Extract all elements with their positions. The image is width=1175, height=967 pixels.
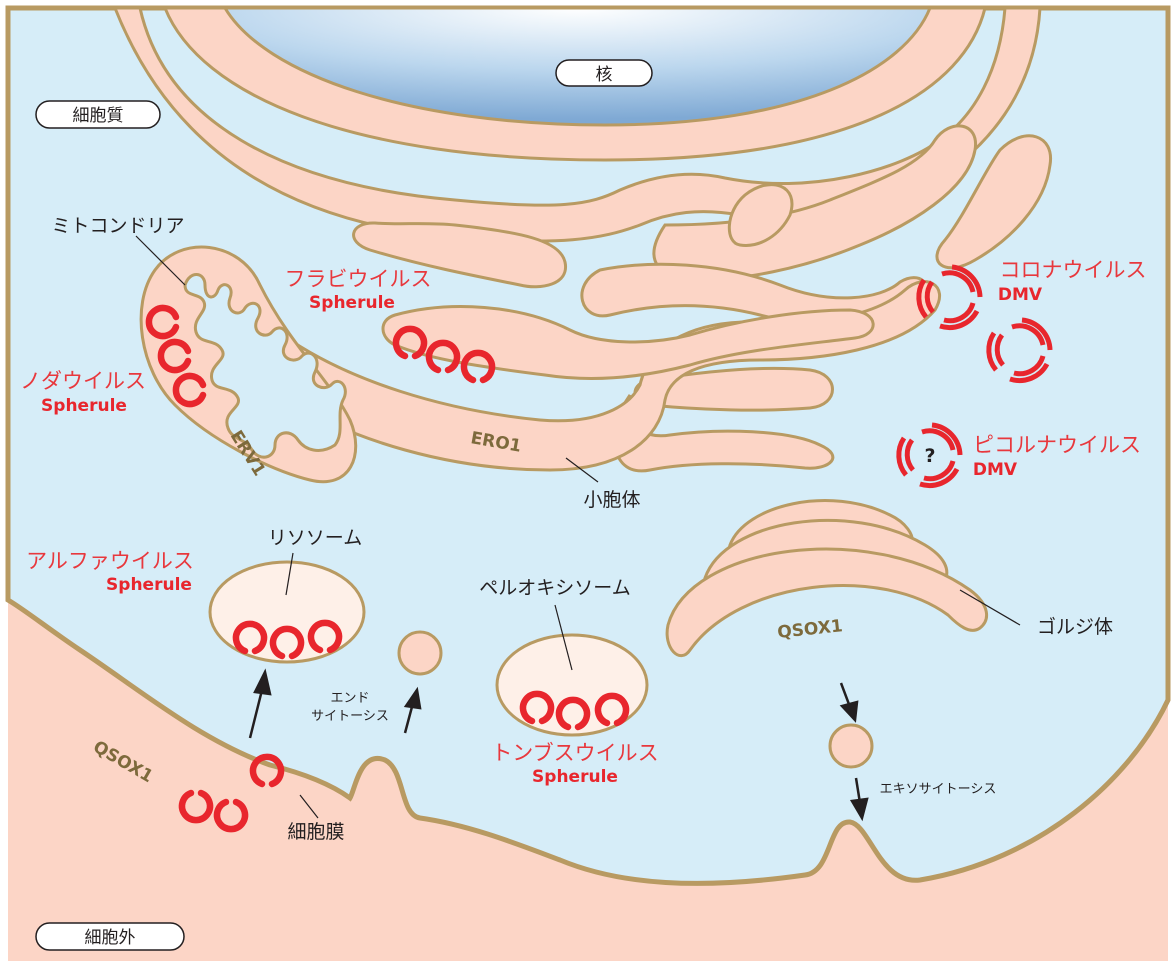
alphavirus-structure: Spherule: [106, 575, 192, 595]
unknown-mark: ?: [924, 445, 935, 467]
picornavirus-name: ピコルナウイルス: [973, 433, 1141, 457]
alphavirus-name: アルファウイルス: [26, 549, 194, 573]
flavivirus-structure: Spherule: [309, 293, 395, 313]
golgi-label: ゴルジ体: [1037, 616, 1113, 638]
nodavirus-structure: Spherule: [41, 396, 127, 416]
lysosome: [210, 562, 364, 662]
tombusvirus-name: トンブスウイルス: [491, 741, 658, 765]
lysosome-label: リソソーム: [268, 527, 362, 549]
nodavirus-name: ノダウイルス: [20, 369, 146, 393]
nucleus-pill: 核: [556, 60, 652, 86]
cytoplasm-pill: 細胞質: [36, 101, 160, 128]
plasma-membrane-label: 細胞膜: [287, 821, 344, 843]
coronavirus-structure: DMV: [998, 285, 1043, 305]
svg-text:細胞質: 細胞質: [73, 106, 124, 126]
svg-text:核: 核: [596, 65, 613, 85]
endocytosis-label-line1: エンド: [330, 691, 369, 706]
exocytic-vesicle: [830, 725, 872, 767]
er-label: 小胞体: [583, 489, 640, 511]
tombusvirus-structure: Spherule: [532, 767, 618, 787]
exocytosis-label: エキソサイトーシス: [880, 782, 997, 797]
coronavirus-name: コロナウイルス: [1000, 258, 1147, 282]
mitochondria-label: ミトコンドリア: [51, 215, 184, 237]
extracellular-pill: 細胞外: [36, 923, 184, 950]
endocytic-vesicle: [399, 632, 441, 674]
endocytosis-label-line2: サイトーシス: [311, 709, 389, 724]
picornavirus-structure: DMV: [973, 460, 1018, 480]
peroxisome-label: ペルオキシソーム: [479, 577, 630, 599]
flavivirus-name: フラビウイルス: [285, 267, 432, 291]
svg-text:細胞外: 細胞外: [85, 928, 136, 948]
